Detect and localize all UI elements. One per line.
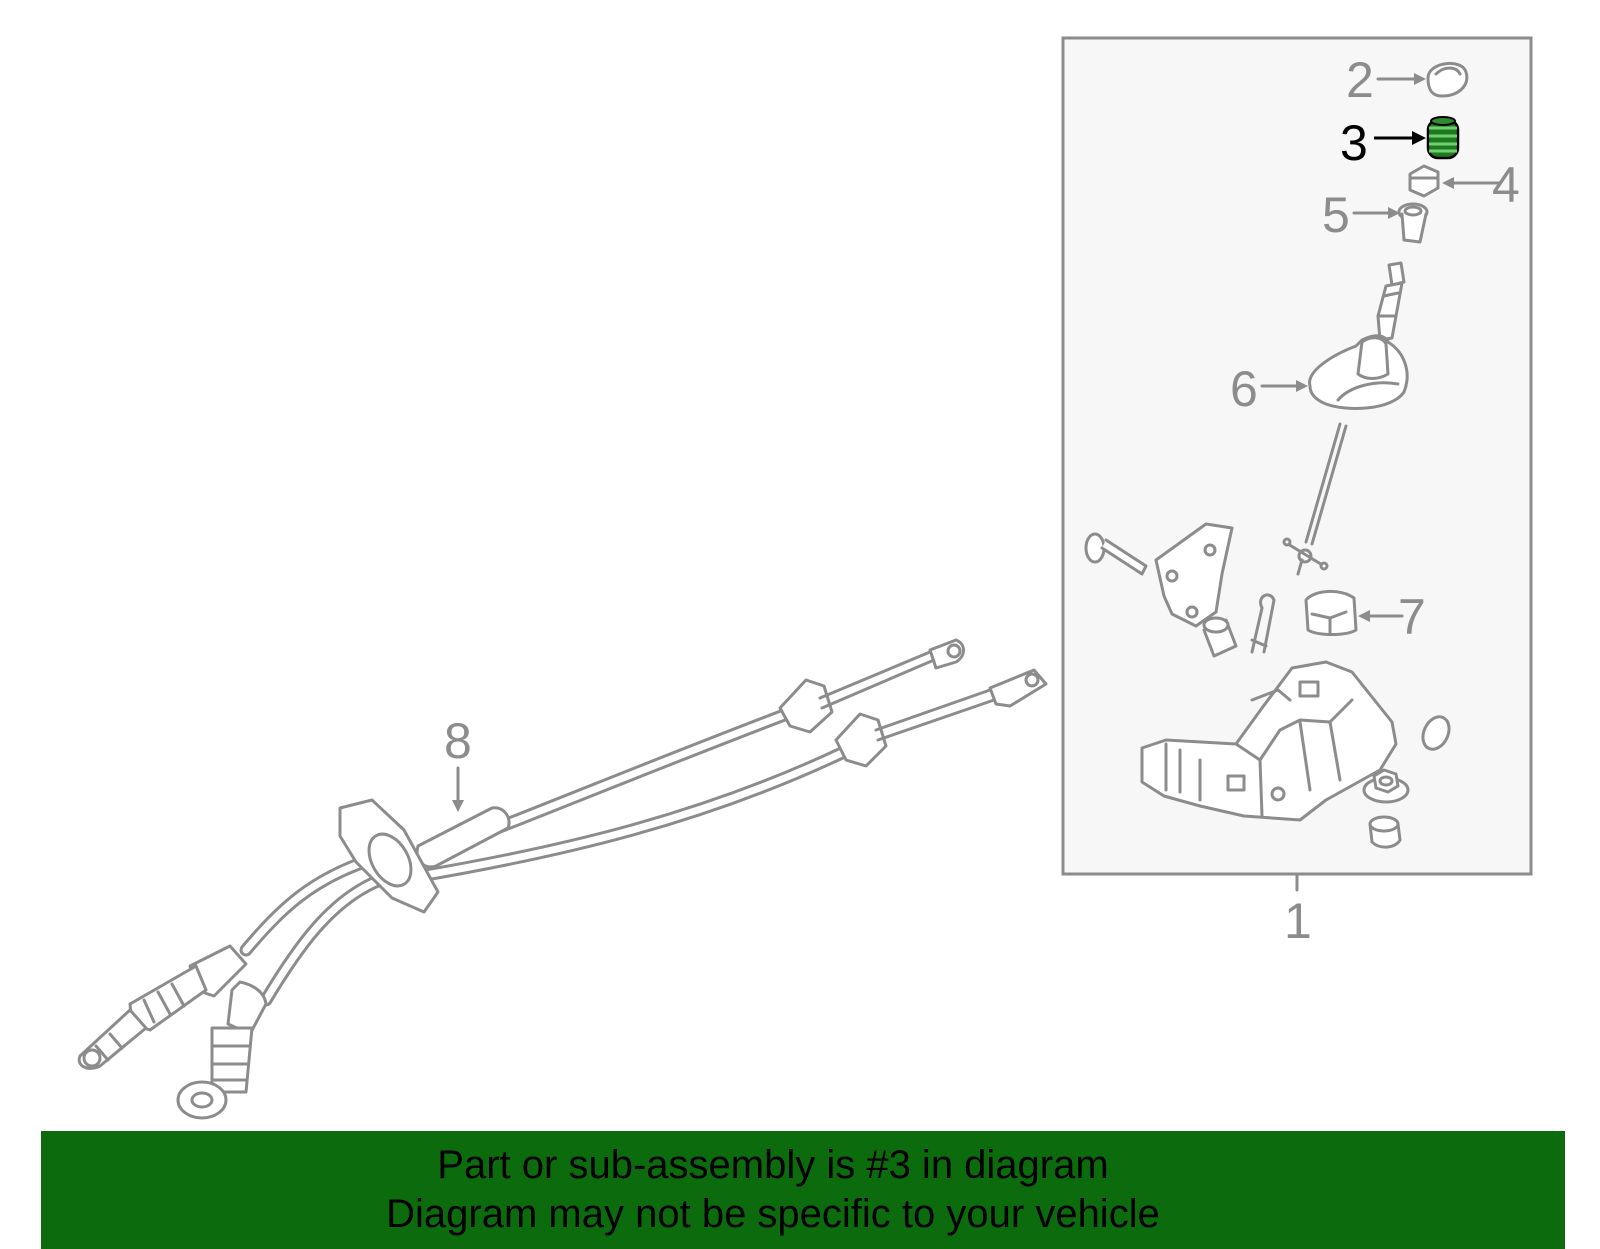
banner-line-1: Part or sub-assembly is #3 in diagram xyxy=(437,1143,1109,1187)
banner-line-2: Diagram may not be specific to your vehi… xyxy=(386,1192,1160,1236)
flange-nut xyxy=(1362,768,1410,804)
bolt xyxy=(1084,532,1148,576)
callout-2-arrowhead xyxy=(1414,73,1426,85)
callout-3: 3 xyxy=(1340,115,1368,171)
shifter-base xyxy=(1140,660,1398,822)
part-8-shift-cables xyxy=(77,638,1048,1120)
shift-rod-upper xyxy=(1376,261,1406,342)
callout-5: 5 xyxy=(1322,187,1350,243)
clip xyxy=(1250,593,1276,654)
part-2-knob-cap xyxy=(1426,61,1469,98)
part-3-spring xyxy=(1426,116,1460,160)
callout-8: 8 xyxy=(444,713,472,769)
callout-4: 4 xyxy=(1492,157,1520,213)
callout-6: 6 xyxy=(1230,361,1258,417)
callout-1: 1 xyxy=(1284,893,1312,949)
part-4-nut xyxy=(1408,164,1440,198)
callout-4-arrowhead xyxy=(1442,177,1454,189)
callout-8-arrowhead xyxy=(452,800,464,812)
collar xyxy=(1368,815,1402,849)
o-ring xyxy=(1421,715,1451,751)
callout-5-arrowhead xyxy=(1388,207,1400,219)
info-banner: Part or sub-assembly is #3 in diagram Di… xyxy=(41,1131,1565,1249)
bushing xyxy=(1202,616,1238,658)
part-6-boot xyxy=(1308,334,1409,410)
callout-3-arrowhead xyxy=(1412,131,1426,145)
callout-6-arrowhead xyxy=(1296,380,1308,392)
callout-7: 7 xyxy=(1398,589,1426,645)
part-7-retainer xyxy=(1304,590,1358,636)
callout-7-arrowhead xyxy=(1358,610,1370,622)
bracket xyxy=(1154,522,1234,628)
callout-2: 2 xyxy=(1346,52,1374,108)
shift-lever xyxy=(1282,422,1348,576)
part-5-bushing xyxy=(1397,202,1429,244)
